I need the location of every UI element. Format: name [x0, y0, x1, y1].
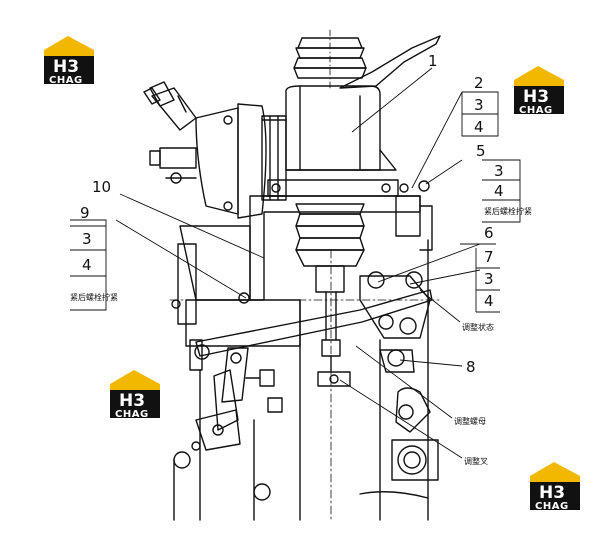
svg-text:CHAG: CHAG: [115, 409, 149, 420]
release-lever: [339, 35, 441, 89]
callout-3-mid: 3: [484, 270, 494, 288]
svg-text:CHAG: CHAG: [535, 501, 569, 512]
callout-7: 7: [484, 248, 494, 266]
svg-text:H3: H3: [53, 57, 79, 77]
callout-5: 5: [476, 142, 486, 160]
mounting-bracket: [249, 179, 433, 301]
callout-4-upper: 4: [474, 118, 484, 136]
air-fitting: [143, 81, 197, 131]
lower-bellows: [295, 203, 365, 293]
watermark-logo: H3 CHAG: [530, 462, 580, 512]
watermark-logo: H3 CHAG: [514, 66, 564, 116]
note-adjust-nut: 调整螺母: [454, 416, 486, 426]
svg-text:CHAG: CHAG: [519, 105, 553, 116]
top-bellows: [293, 29, 367, 91]
svg-text:H3: H3: [523, 87, 549, 107]
brake-chamber: [195, 103, 287, 219]
svg-text:CHAG: CHAG: [49, 75, 83, 86]
frame-right: [299, 239, 439, 521]
lower-link: [191, 347, 283, 451]
svg-text:H3: H3: [119, 391, 145, 411]
callout-4-mid: 4: [484, 292, 494, 310]
frame-left: [173, 369, 271, 521]
callout-9: 9: [80, 204, 90, 222]
callout-10: 10: [92, 178, 111, 196]
air-port: [149, 147, 197, 184]
watermark-logo: H3 CHAG: [110, 370, 160, 420]
callout-3-left: 3: [82, 230, 92, 248]
main-cylinder: [285, 85, 397, 171]
callout-2: 2: [474, 74, 484, 92]
callout-6: 6: [484, 224, 494, 242]
callout-8: 8: [466, 358, 476, 376]
watermark-logo: H3 CHAG: [44, 36, 94, 86]
push-rod: [317, 291, 351, 387]
callout-3-upper: 3: [474, 96, 484, 114]
callout-4-left: 4: [82, 256, 92, 274]
svg-text:H3: H3: [539, 483, 565, 503]
linkage-arm: [359, 271, 431, 373]
note-tighten-right: 紧后螺栓拧紧: [484, 206, 532, 216]
callout-4-right: 4: [494, 182, 504, 200]
note-adjust-fork: 调整叉: [464, 456, 488, 466]
leader-lines: [70, 67, 521, 459]
callout-3-right: 3: [494, 162, 504, 180]
callout-1: 1: [428, 52, 438, 70]
note-adjust-state: 调整状态: [462, 322, 494, 332]
note-tighten-left: 紧后螺栓拧紧: [70, 292, 118, 302]
